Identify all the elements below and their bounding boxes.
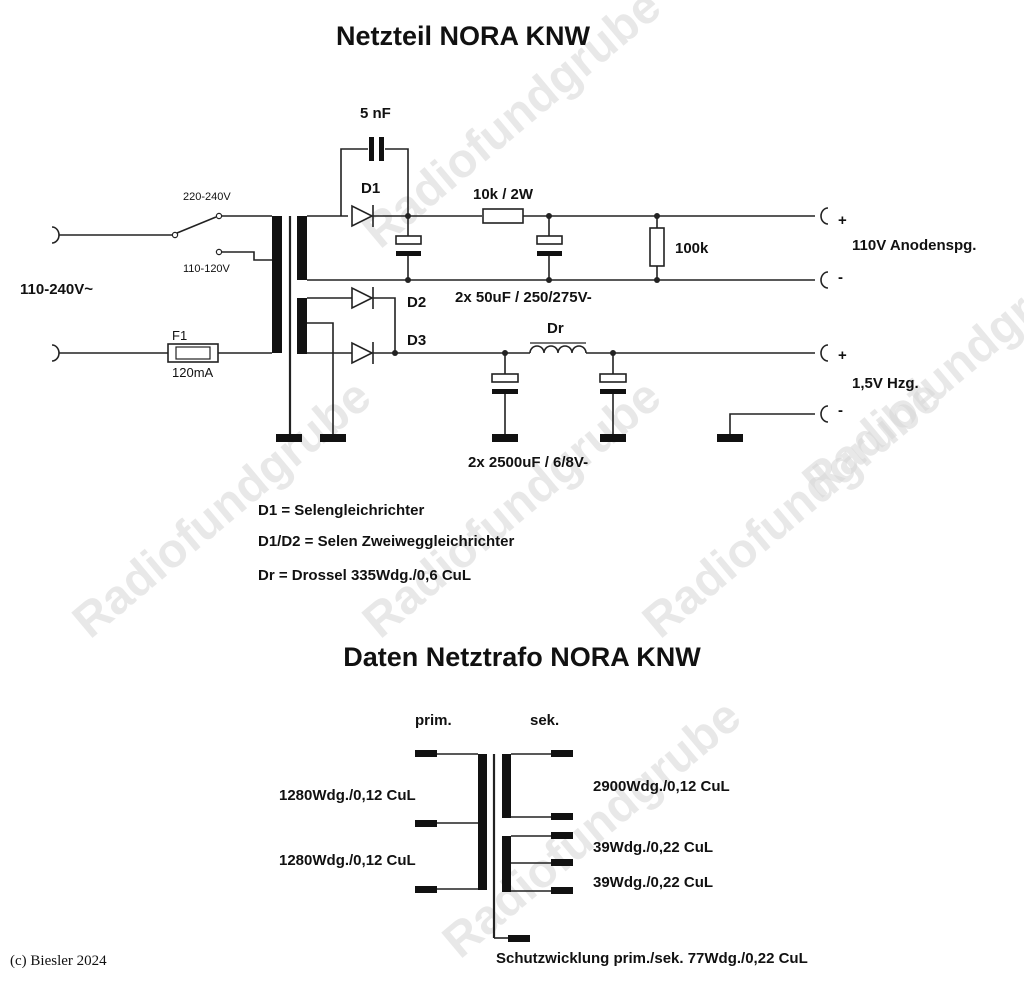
choke-label: Dr [547, 320, 564, 337]
terminal-mains-bottom [51, 344, 60, 362]
diode-d2 [351, 286, 374, 310]
switch-label-low: 110-120V [183, 263, 231, 275]
mains-label: 110-240V~ [20, 281, 93, 298]
d2-label: D2 [407, 294, 426, 311]
capacitor-5nf-plate-1 [369, 137, 374, 161]
heater-capacitor-1 [491, 373, 519, 383]
terminal-heater-minus [820, 405, 829, 423]
heater-plus-sign: + [838, 347, 847, 364]
fuse-value: 120mA [172, 365, 214, 380]
watermarks: Radiofundgrube Radiofundgrube Radiofundg… [63, 0, 1024, 968]
terminal-mains-top [51, 226, 60, 244]
prim-winding-2: 1280Wdg./0,12 CuL [279, 852, 416, 869]
ground-symbol-3 [492, 434, 518, 442]
capacitor-5nf-plate-2 [379, 137, 384, 161]
ground-symbol-2 [320, 434, 346, 442]
choke-dr [529, 345, 587, 354]
anode-capacitor-1 [395, 235, 422, 245]
component-notes: D1 = Selengleichrichter D1/D2 = Selen Zw… [258, 502, 515, 584]
anode-output-label: 110V Anodenspg. [852, 237, 976, 254]
switch-label-high: 220-240V [183, 191, 231, 203]
resistor-10k [482, 208, 524, 224]
terminal-anode-minus [820, 271, 829, 289]
anode-caps-label: 2x 50uF / 250/275V- [455, 289, 592, 306]
heater-capacitor-2 [599, 373, 627, 383]
ground-symbol-5 [717, 434, 743, 442]
page-title: Netzteil NORA KNW [336, 21, 591, 51]
trafo-title: Daten Netztrafo NORA KNW [343, 642, 701, 672]
d3-label: D3 [407, 332, 426, 349]
anode-plus-sign: + [838, 212, 847, 229]
fuse-f1: F1 120mA [167, 328, 272, 380]
anode-capacitor-2 [536, 235, 563, 245]
transformer-symbol [272, 216, 346, 442]
cap-5nf-label: 5 nF [360, 105, 391, 122]
terminal-anode-plus [820, 207, 829, 225]
sek-label: sek. [530, 712, 559, 729]
prim-label: prim. [415, 712, 452, 729]
sek-winding-1: 2900Wdg./0,12 CuL [593, 778, 730, 795]
heater-minus-sign: - [838, 402, 843, 419]
sek-winding-2: 39Wdg./0,22 CuL [593, 839, 713, 856]
sek-winding-3: 39Wdg./0,22 CuL [593, 874, 713, 891]
r100k-label: 100k [675, 240, 709, 257]
resistor-100k [649, 227, 665, 267]
note-2: D1/D2 = Selen Zweiweggleichrichter [258, 533, 515, 550]
prim-winding-1: 1280Wdg./0,12 CuL [279, 787, 416, 804]
terminal-heater-plus [820, 344, 829, 362]
note-1: D1 = Selengleichrichter [258, 502, 424, 519]
fuse-ref: F1 [172, 328, 187, 343]
note-3: Dr = Drossel 335Wdg./0,6 CuL [258, 567, 471, 584]
anode-circuit: 5 nF D1 10k / 2W 100k 2x 50uF / [307, 105, 976, 306]
copyright: (c) Biesler 2024 [10, 953, 107, 969]
resistor-label: 10k / 2W [473, 186, 534, 203]
diode-d3 [351, 341, 374, 365]
trafo-diagram: prim. sek. 1280Wdg./0,12 CuL 1280Wdg./0,… [279, 712, 808, 967]
shield-winding-label: Schutzwicklung prim./sek. 77Wdg./0,22 Cu… [496, 950, 808, 967]
ground-symbol-1 [276, 434, 302, 442]
mains-input: 110-240V~ [20, 226, 172, 362]
heater-output-label: 1,5V Hzg. [852, 375, 919, 392]
heater-caps-label: 2x 2500uF / 6/8V- [468, 454, 588, 471]
anode-minus-sign: - [838, 269, 843, 286]
heater-circuit: D2 D3 Dr 2x 2500uF / 6/8V- + - [307, 286, 919, 471]
voltage-selector-switch: 220-240V 110-120V [171, 191, 272, 275]
diode-d1 [351, 204, 374, 228]
ground-symbol-4 [600, 434, 626, 442]
d1-label: D1 [361, 180, 380, 197]
